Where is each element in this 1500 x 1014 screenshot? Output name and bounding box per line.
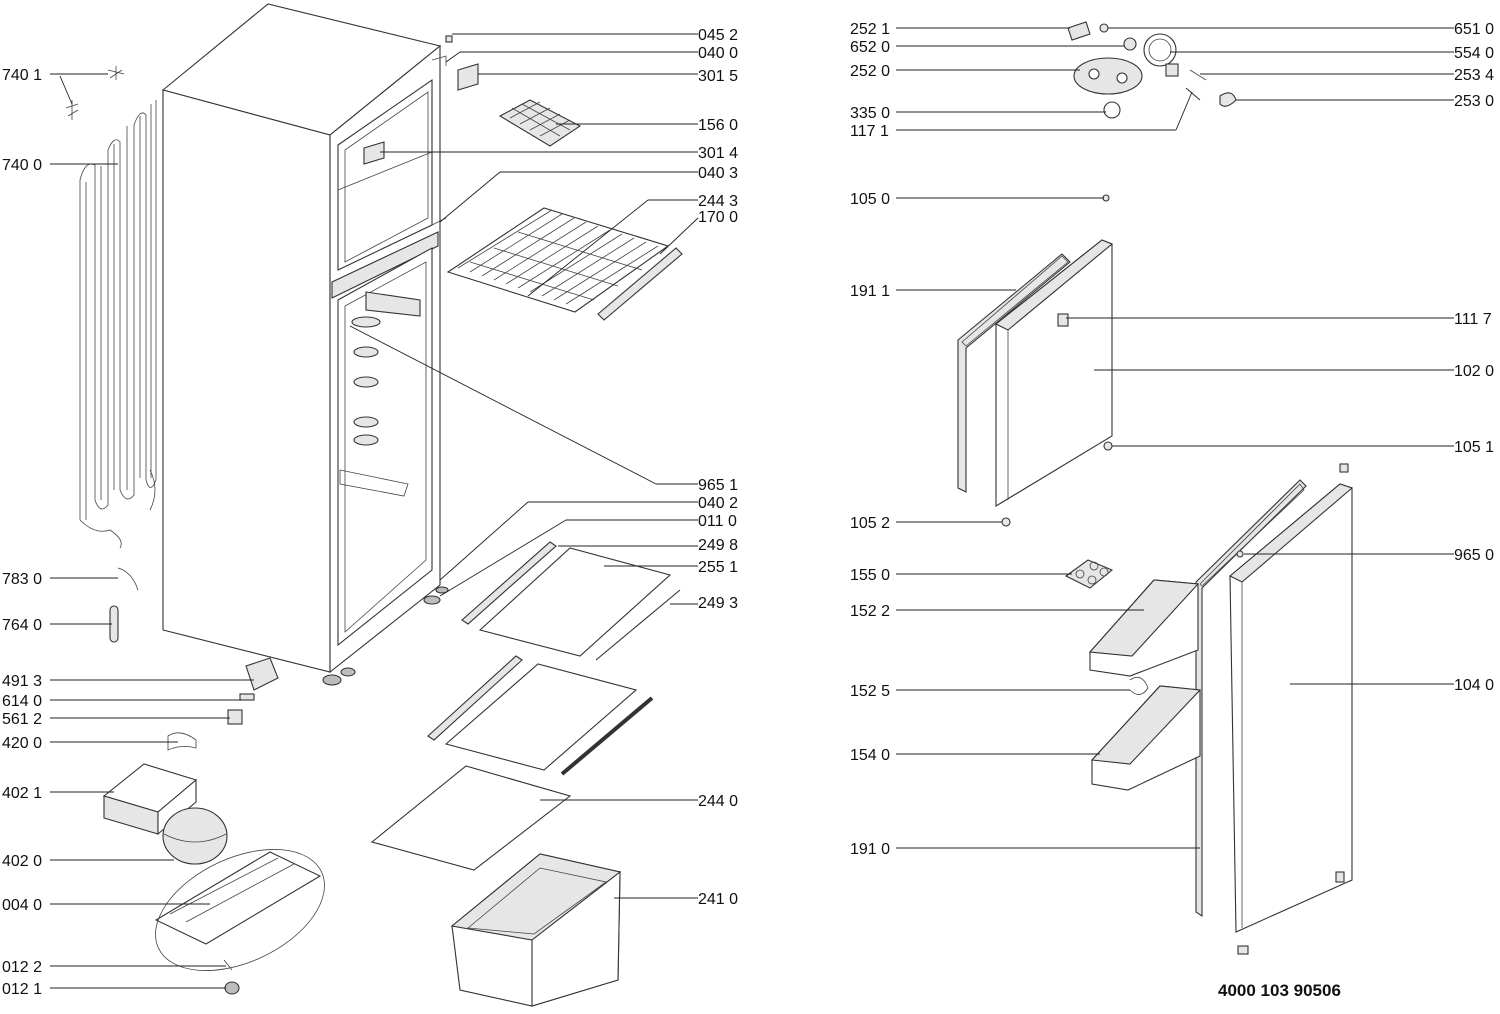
part-label-783-0: 783 0	[2, 571, 42, 588]
part-label-011-0: 011 0	[698, 513, 737, 530]
part-label-105-0: 105 0	[850, 191, 890, 208]
fridge-door	[1064, 463, 1354, 955]
part-label-614-0: 614 0	[2, 693, 42, 710]
part-label-004-0: 004 0	[2, 897, 42, 914]
part-label-105-1: 105 1	[1454, 439, 1494, 456]
part-label-155-0: 155 0	[850, 567, 890, 584]
part-label-012-1: 012 1	[2, 981, 42, 998]
part-label-156-0: 156 0	[698, 117, 738, 134]
part-label-252-1: 252 1	[850, 21, 890, 38]
crisper-drawer	[450, 853, 622, 1007]
part-label-255-1: 255 1	[698, 559, 738, 576]
part-label-170-0: 170 0	[698, 209, 738, 226]
part-label-152-2: 152 2	[850, 603, 890, 620]
leader-lines	[50, 27, 1454, 989]
part-label-040-0: 040 0	[698, 45, 738, 62]
part-label-301-5: 301 5	[698, 68, 738, 85]
part-label-040-3: 040 3	[698, 165, 738, 182]
shelf-trim-bar	[597, 247, 683, 321]
part-label-740-1: 740 1	[2, 67, 42, 84]
ice-tray	[498, 99, 582, 147]
part-label-402-0: 402 0	[2, 853, 42, 870]
part-label-249-3: 249 3	[698, 595, 738, 612]
part-label-561-2: 561 2	[2, 711, 42, 728]
part-label-965-0: 965 0	[1454, 547, 1494, 564]
part-label-191-0: 191 0	[850, 841, 890, 858]
part-label-244-0: 244 0	[698, 793, 738, 810]
part-label-111-7: 111 7	[1454, 311, 1492, 328]
part-label-117-1: 117 1	[850, 123, 889, 140]
part-label-301-4: 301 4	[698, 145, 738, 162]
part-label-241-0: 241 0	[698, 891, 738, 908]
part-label-045-2: 045 2	[698, 27, 738, 44]
part-label-402-1: 402 1	[2, 785, 42, 802]
part-label-252-0: 252 0	[850, 63, 890, 80]
freezer-door	[957, 194, 1114, 527]
thermostat-assembly	[1067, 21, 1237, 119]
compressor-parts	[102, 657, 325, 995]
part-label-191-1: 191 1	[850, 283, 890, 300]
small-parts-left	[109, 567, 139, 643]
figure-number: 4000 103 90506	[1218, 981, 1341, 1000]
part-label-491-3: 491 3	[2, 673, 42, 690]
part-label-420-0: 420 0	[2, 735, 42, 752]
part-label-104-0: 104 0	[1454, 677, 1494, 694]
part-label-652-0: 652 0	[850, 39, 890, 56]
part-label-554-0: 554 0	[1454, 45, 1494, 62]
part-label-040-2: 040 2	[698, 495, 738, 512]
part-label-740-0: 740 0	[2, 157, 42, 174]
part-label-253-0: 253 0	[1454, 93, 1494, 110]
part-label-105-2: 105 2	[850, 515, 890, 532]
fridge-cabinet	[161, 3, 479, 686]
wire-shelf	[446, 207, 670, 313]
glass-shelf-upper	[461, 541, 681, 661]
condenser-coil	[79, 100, 157, 549]
part-label-651-0: 651 0	[1454, 21, 1494, 38]
part-label-335-0: 335 0	[850, 105, 890, 122]
part-label-102-0: 102 0	[1454, 363, 1494, 380]
part-label-249-8: 249 8	[698, 537, 738, 554]
part-label-965-1: 965 1	[698, 477, 738, 494]
glass-shelf-lower	[370, 765, 572, 871]
part-label-244-3: 244 3	[698, 193, 738, 210]
part-label-764-0: 764 0	[2, 617, 42, 634]
part-label-012-2: 012 2	[2, 959, 42, 976]
part-label-253-4: 253 4	[1454, 67, 1494, 84]
part-label-154-0: 154 0	[850, 747, 890, 764]
part-labels: 740 1 740 0 783 0 764 0 491 3 614 0 561 …	[2, 21, 1494, 1000]
part-label-152-5: 152 5	[850, 683, 890, 700]
glass-shelf-middle	[427, 655, 654, 776]
